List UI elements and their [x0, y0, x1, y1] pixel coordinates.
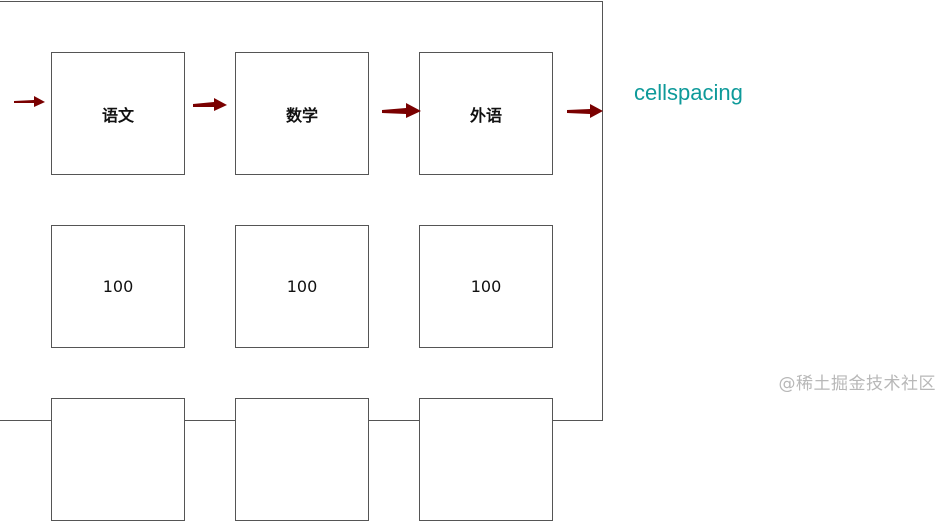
- data-cell: 100: [51, 225, 185, 348]
- header-cell-math: 数学: [235, 52, 369, 175]
- header-cell-label: 数学: [285, 105, 318, 125]
- header-cell-label: 外语: [469, 105, 502, 125]
- data-cell-value: 100: [102, 277, 134, 296]
- data-cell-value: 100: [470, 277, 502, 296]
- watermark-text: @稀土掘金技术社区: [778, 374, 936, 394]
- partial-cell: [235, 398, 369, 521]
- data-cell: 100: [419, 225, 553, 348]
- header-cell-foreign-language: 外语: [419, 52, 553, 175]
- partial-cell: [419, 398, 553, 521]
- data-cell-value: 100: [286, 277, 318, 296]
- cellspacing-caption: cellspacing: [634, 80, 743, 105]
- header-cell-label: 语文: [101, 105, 134, 125]
- partial-cell: [51, 398, 185, 521]
- header-cell-chinese: 语文: [51, 52, 185, 175]
- data-cell: 100: [235, 225, 369, 348]
